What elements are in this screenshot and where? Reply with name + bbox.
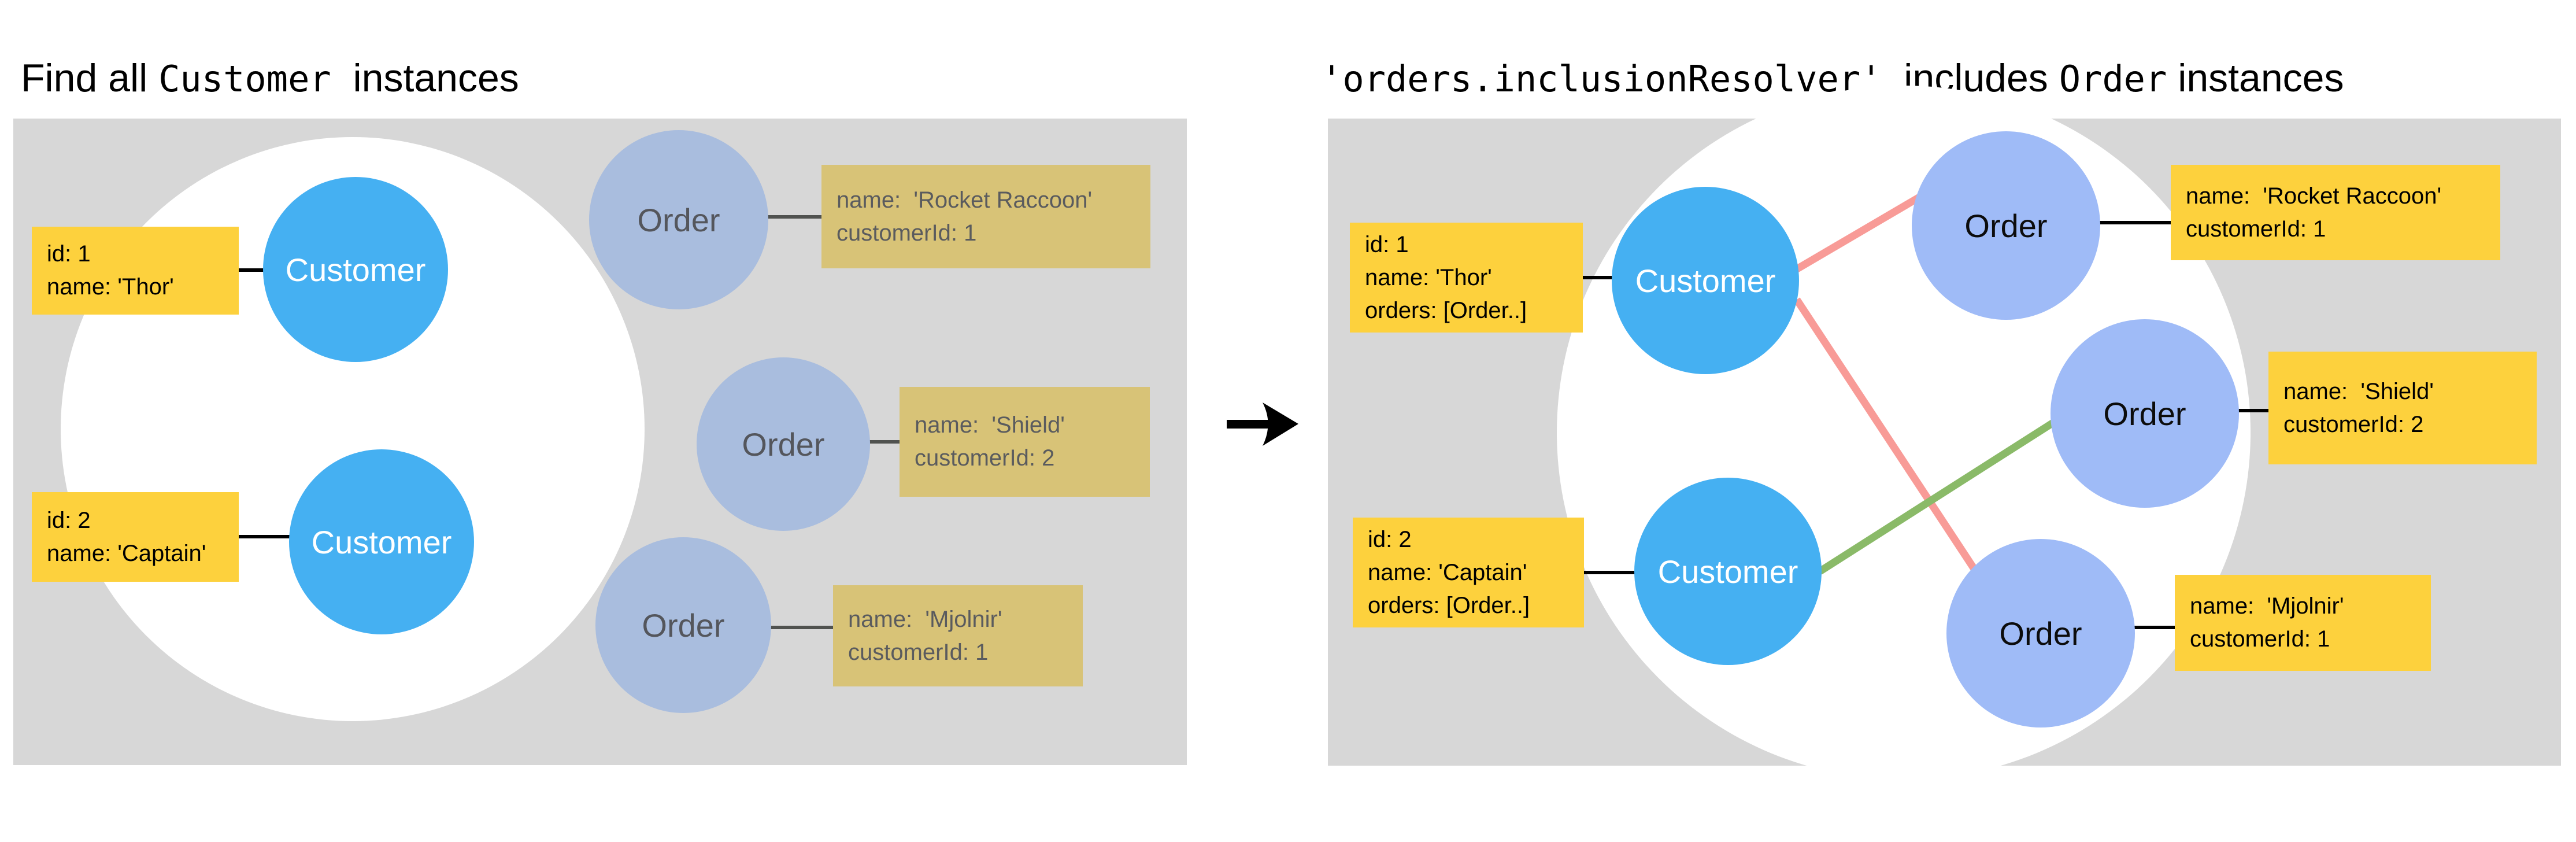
card-line: name: 'Shield' [915, 412, 1065, 438]
card-line: customerId: 1 [848, 639, 989, 665]
card-line: name: 'Mjolnir' [848, 606, 1002, 632]
card-line: orders: [Order..] [1365, 297, 1527, 323]
customer-node-1-right: Customer [1612, 187, 1799, 374]
transform-arrow-icon [1227, 402, 1298, 446]
order-card-mjolnir-right: name: 'Mjolnir' customerId: 1 [2175, 575, 2431, 671]
card-line: name: 'Shield' [2283, 378, 2434, 404]
order-node-mjolnir-left: Order [595, 537, 771, 713]
order-node-shield-left: Order [697, 357, 870, 531]
card-line: customerId: 1 [2190, 626, 2330, 652]
card-line: name: 'Rocket Raccoon' [2186, 183, 2442, 209]
order-card-rocket-left: name: 'Rocket Raccoon' customerId: 1 [821, 165, 1150, 268]
card-line: customerId: 1 [2186, 216, 2326, 242]
left-title: Find all Customer instances [21, 56, 519, 101]
order-card-mjolnir-left: name: 'Mjolnir' customerId: 1 [833, 585, 1083, 686]
customer-card-captain-right: id: 2 name: 'Captain' orders: [Order..] [1353, 518, 1584, 627]
right-title-post: instances [2167, 56, 2344, 100]
card-line: orders: [Order..] [1368, 592, 1530, 618]
left-title-pre: Find all [21, 56, 159, 100]
card-line: id: 2 [47, 507, 91, 533]
left-title-post: instances [331, 56, 519, 100]
node-label: Order [637, 201, 720, 238]
customer-node-2-left: Customer [289, 449, 474, 634]
card-line: name: 'Thor' [1365, 264, 1492, 290]
card-line: customerId: 2 [915, 445, 1055, 471]
right-title: 'orders.inclusionResolver' includes Orde… [1321, 56, 2344, 101]
node-label: Customer [285, 251, 426, 288]
order-node-rocket-right: Order [1912, 131, 2100, 320]
node-label: Order [1999, 615, 2082, 652]
card-line: name: 'Thor' [47, 274, 174, 300]
card-line: name: 'Mjolnir' [2190, 593, 2344, 619]
customer-node-2-right: Customer [1634, 478, 1822, 665]
card-line: name: 'Rocket Raccoon' [837, 187, 1093, 213]
order-card-shield-left: name: 'Shield' customerId: 2 [900, 387, 1150, 497]
order-node-mjolnir-right: Order [1946, 539, 2135, 727]
customer-card-thor-left: id: 1 name: 'Thor' [32, 227, 239, 315]
customer-card-thor-right: id: 1 name: 'Thor' orders: [Order..] [1350, 223, 1583, 333]
node-label: Order [2103, 395, 2186, 432]
node-label: Customer [1657, 553, 1798, 590]
right-title-code2: Order [2059, 58, 2167, 100]
card-line: customerId: 2 [2283, 411, 2424, 437]
left-title-code: Customer [158, 58, 331, 100]
card-line: customerId: 1 [837, 220, 977, 246]
order-card-shield-right: name: 'Shield' customerId: 2 [2268, 352, 2537, 464]
right-title-code1: 'orders.inclusionResolver' [1321, 58, 1882, 100]
customer-card-captain-left: id: 2 name: 'Captain' [32, 492, 239, 582]
node-label: Customer [1635, 262, 1776, 299]
card-line: id: 1 [47, 241, 91, 267]
node-label: Customer [311, 523, 452, 560]
card-line: id: 2 [1368, 526, 1412, 552]
card-line: id: 1 [1365, 231, 1409, 257]
node-label: Order [1964, 207, 2048, 244]
card-line: name: 'Captain' [1368, 559, 1527, 585]
customer-node-1-left: Customer [263, 177, 448, 362]
card-line: name: 'Captain' [47, 540, 206, 566]
order-node-shield-right: Order [2051, 319, 2239, 508]
order-card-rocket-right: name: 'Rocket Raccoon' customerId: 1 [2171, 165, 2500, 260]
node-label: Order [642, 607, 725, 644]
node-label: Order [742, 426, 825, 463]
order-node-rocket-left: Order [589, 130, 768, 309]
